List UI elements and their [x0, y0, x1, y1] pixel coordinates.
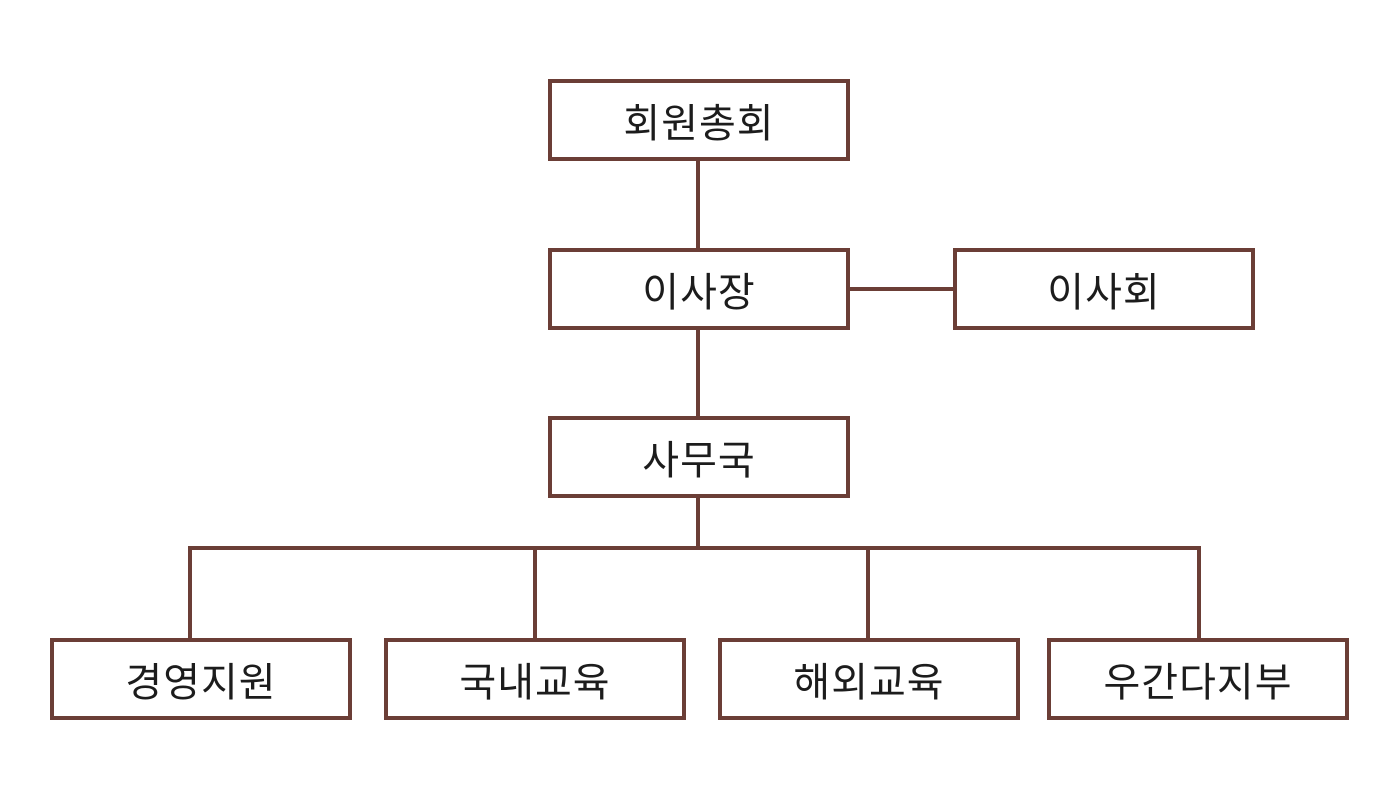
chairman-label: 이사장 — [642, 270, 756, 316]
department-box-management-support: 경영지원 — [50, 638, 352, 720]
general-assembly-label: 회원총회 — [623, 101, 775, 147]
department-box-uganda-branch: 우간다지부 — [1047, 638, 1349, 720]
department-label: 국내교육 — [459, 660, 611, 706]
connector-chairman-board — [848, 287, 956, 291]
chairman-box: 이사장 — [548, 248, 850, 330]
connector-bus-dept-4 — [1197, 546, 1201, 641]
department-label: 우간다지부 — [1103, 660, 1293, 706]
connector-bus-dept-2 — [533, 546, 537, 641]
secretariat-label: 사무국 — [642, 438, 756, 484]
secretariat-box: 사무국 — [548, 416, 850, 498]
connector-chairman-secretariat — [696, 327, 700, 419]
department-box-overseas-education: 해외교육 — [718, 638, 1020, 720]
board-box: 이사회 — [953, 248, 1255, 330]
department-label: 해외교육 — [793, 660, 945, 706]
department-label: 경영지원 — [125, 660, 277, 706]
connector-secretariat-bus — [696, 495, 700, 550]
general-assembly-box: 회원총회 — [548, 79, 850, 161]
department-box-domestic-education: 국내교육 — [384, 638, 686, 720]
connector-horizontal-bus — [188, 546, 1201, 550]
board-label: 이사회 — [1047, 270, 1161, 316]
connector-bus-dept-1 — [188, 546, 192, 641]
connector-assembly-chairman — [696, 159, 700, 251]
connector-bus-dept-3 — [866, 546, 870, 641]
